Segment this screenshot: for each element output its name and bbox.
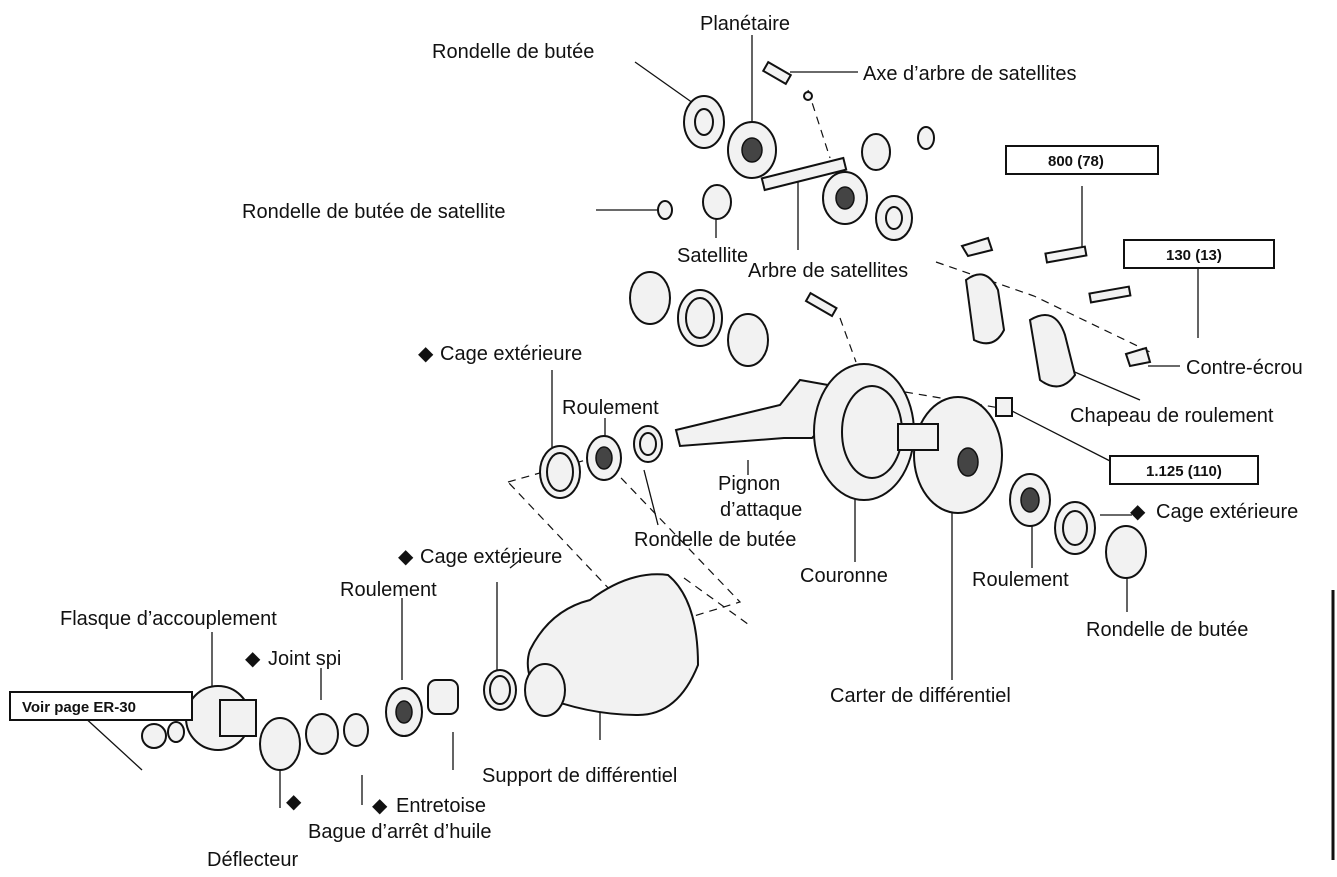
callout-box-1125 (1109, 455, 1259, 485)
diamond-markers: ◆ ◆ ◆ ◆ ◆ ◆ (245, 343, 1146, 817)
label-bague-arret: Bague d’arrêt d’huile (308, 821, 491, 843)
label-roulement-left: Roulement (562, 397, 659, 419)
label-axe-arbre: Axe d’arbre de satellites (863, 63, 1076, 85)
callout-torque-130: 130 (13) (1166, 247, 1222, 264)
part-drawings (141, 60, 1152, 771)
pinion-gear-drawing (702, 184, 732, 220)
label-carter-diff: Carter de différentiel (830, 685, 1011, 707)
label-cage-ext-left: Cage extérieure (440, 343, 582, 365)
label-deflecteur: Déflecteur (207, 849, 298, 871)
marker-entretoise: ◆ (372, 795, 388, 817)
label-rondelle-butee-right: Rondelle de butée (1086, 619, 1248, 641)
label-arbre-satellites: Arbre de satellites (748, 260, 908, 282)
label-planetaire: Planétaire (700, 13, 790, 35)
callout-torque-1125: 1.125 (110) (1146, 463, 1222, 480)
drive-pinion-drawing (674, 378, 832, 448)
differential-case-drawing (913, 396, 1003, 514)
label-roulement-bottom: Roulement (340, 579, 437, 601)
label-pignon-1: Pignon (718, 473, 780, 495)
label-joint-spi: Joint spi (268, 648, 341, 670)
bearing-cap-upper-drawing (964, 273, 1006, 345)
pinion-shaft-pin-drawing (761, 60, 793, 86)
label-cage-ext-bottom: Cage extérieure (420, 546, 562, 568)
bearing-cap-lower-drawing (1028, 314, 1077, 388)
marker-bague: ◆ (286, 791, 302, 813)
callout-box-voir-page (9, 691, 193, 721)
label-rondelle-butee-top: Rondelle de butée (432, 41, 594, 63)
label-cage-ext-right: Cage extérieure (1156, 501, 1298, 523)
label-chapeau-roulement: Chapeau de roulement (1070, 405, 1274, 427)
marker-joint-spi: ◆ (245, 648, 261, 670)
callout-box-130 (1123, 239, 1275, 269)
label-rondelle-butee-satellite: Rondelle de butée de satellite (242, 201, 506, 223)
label-contre-ecrou: Contre-écrou (1186, 357, 1303, 379)
pinion-shaft-drawing (760, 156, 848, 192)
callout-box-800 (1005, 145, 1159, 175)
label-pignon-2: d’attaque (720, 499, 802, 521)
callout-voir-page: Voir page ER-30 (22, 699, 136, 716)
marker-cage-left: ◆ (418, 343, 434, 365)
label-support-diff: Support de différentiel (482, 765, 677, 787)
marker-cage-bottom: ◆ (398, 546, 414, 568)
torque-callouts: 800 (78) 130 (13) 1.125 (110) Voir page … (9, 145, 1275, 721)
flange-nut-drawing (141, 723, 167, 749)
label-flasque: Flasque d’accouplement (60, 608, 277, 630)
label-couronne: Couronne (800, 565, 888, 587)
label-satellite: Satellite (677, 245, 748, 267)
label-roulement-right: Roulement (972, 569, 1069, 591)
marker-cage-right: ◆ (1130, 501, 1146, 523)
labels: Planétaire Rondelle de butée Axe d’arbre… (60, 13, 1303, 871)
label-rondelle-butee-mid: Rondelle de butée (634, 529, 796, 551)
callout-torque-800: 800 (78) (1048, 153, 1104, 170)
label-entretoise: Entretoise (396, 795, 486, 817)
oil-seal-drawing (305, 713, 339, 755)
